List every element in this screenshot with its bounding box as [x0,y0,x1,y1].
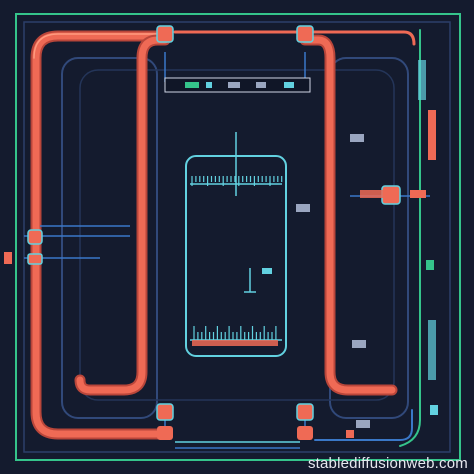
inner-frame-right [329,57,409,419]
right-pipe [399,29,421,447]
tank-icon [185,132,287,357]
middle-right-pipe [299,34,398,396]
watermark: stablediffusionweb.com [307,455,468,472]
bottom-right-pipe [314,409,413,441]
chip-icon [296,134,370,428]
top-right-pipe [308,30,416,46]
outer-green-frame [15,13,461,461]
middle-left-pipe [74,34,171,396]
gauge-ticks-top [191,176,283,186]
inner-frame-left [61,57,158,419]
inner-frame-middle [79,69,395,401]
outer-blue-frame [23,21,451,453]
gauge-ticks-bottom [193,326,277,340]
connector-blocks [4,60,438,438]
readout-panel [164,77,311,93]
